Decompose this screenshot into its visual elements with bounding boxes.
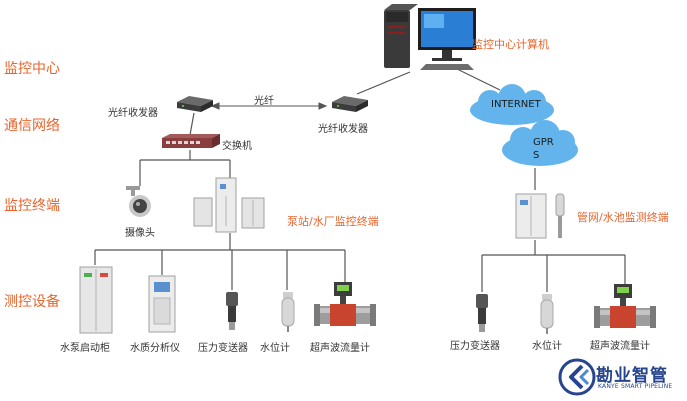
fiber-transceiver-right-label: 光纤收发器 <box>318 124 368 135</box>
gprs-label-line2: S <box>533 150 540 161</box>
computer-icon <box>384 4 476 70</box>
pressure-transmitter-left-icon <box>226 292 238 330</box>
camera-icon <box>126 186 151 217</box>
device-label-right-2: 水位计 <box>532 341 562 352</box>
fiber-transceiver-left-label: 光纤收发器 <box>108 108 158 119</box>
brand-logo-icon <box>558 358 596 396</box>
pump-station-terminal-icon <box>193 177 265 233</box>
fiber-transceiver-left-icon <box>177 96 213 112</box>
line-computer-internet <box>454 67 501 91</box>
section-control-equipment: 测控设备 <box>4 294 60 310</box>
line-computer-transceiver <box>356 71 411 95</box>
network-switch-icon <box>162 134 220 148</box>
section-monitor-terminal: 监控终端 <box>4 198 60 214</box>
gprs-cloud-icon <box>502 120 578 166</box>
water-quality-analyzer-icon <box>148 275 176 333</box>
pipe-network-terminal-label: 管网/水池监测终端 <box>577 211 669 224</box>
pump-start-cabinet-icon <box>79 266 113 334</box>
section-monitor-center: 监控中心 <box>4 61 60 77</box>
fiber-label: 光纤 <box>254 96 274 107</box>
switch-label: 交换机 <box>222 141 252 152</box>
internet-label: INTERNET <box>491 99 541 110</box>
device-label-left-5: 超声波流量计 <box>310 343 370 354</box>
pipe-network-terminal-icon <box>515 193 565 239</box>
water-level-meter-left-icon <box>281 292 295 332</box>
device-label-right-3: 超声波流量计 <box>590 341 650 352</box>
brand-name-cn: 勘业智管 <box>596 366 668 386</box>
fiber-transceiver-right-icon <box>332 96 368 112</box>
pump-station-terminal-label: 泵站/水厂监控终端 <box>287 215 379 228</box>
ultrasonic-flowmeter-right-icon <box>594 284 656 328</box>
internet-cloud-icon <box>470 84 554 125</box>
computer-label: 监控中心计算机 <box>472 38 549 51</box>
pressure-transmitter-right-icon <box>476 294 488 332</box>
device-label-left-2: 水质分析仪 <box>130 343 180 354</box>
device-label-left-1: 水泵启动柜 <box>60 343 110 354</box>
ultrasonic-flowmeter-left-icon <box>314 282 376 326</box>
device-label-left-4: 水位计 <box>260 343 290 354</box>
brand-name-en: KANYE SMART PIPELINE <box>598 383 673 390</box>
section-comm-network: 通信网络 <box>4 118 60 134</box>
device-label-right-1: 压力变送器 <box>450 341 500 352</box>
camera-label: 摄像头 <box>125 228 155 239</box>
fiber-arrow <box>210 102 328 110</box>
water-level-meter-right-icon <box>540 294 554 334</box>
device-label-left-3: 压力变送器 <box>198 343 248 354</box>
line-transceiver-switch <box>189 112 195 136</box>
gprs-label-line1: GPR <box>533 137 554 148</box>
